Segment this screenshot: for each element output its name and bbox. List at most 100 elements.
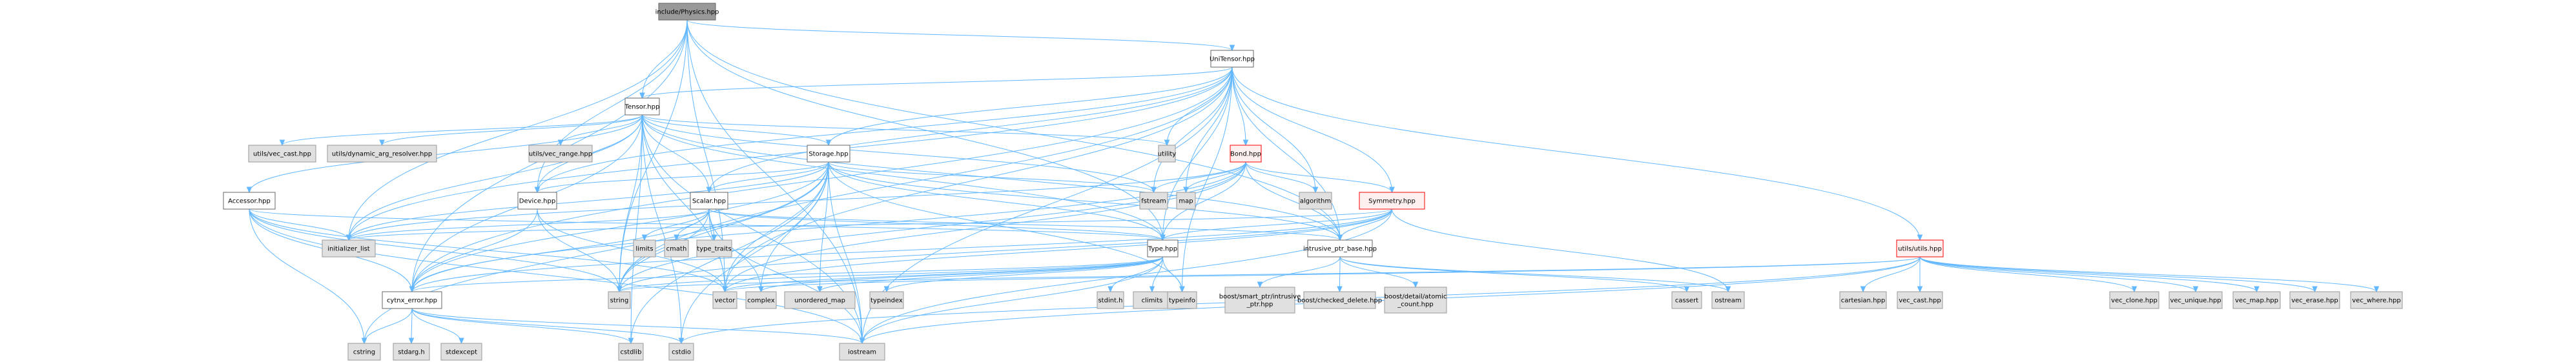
node-device[interactable]: Device.hpp [517, 192, 557, 210]
arrowhead-unitensor-to-bond [1242, 139, 1249, 147]
edge-physics-to-init_list [348, 19, 688, 241]
node-label: cmath [666, 246, 687, 253]
edge-intrusive-to-ostream [1339, 256, 1729, 292]
node-box [633, 239, 656, 258]
edge-scalar-to-iostream [708, 208, 863, 344]
arrowhead-utils-to-cartesian [1860, 286, 1866, 293]
node-label: boost/checked_delete.hpp [1297, 298, 1382, 305]
node-label: complex [747, 298, 774, 305]
edge-type-to-complex [761, 256, 1163, 292]
node-limits: limits [633, 239, 656, 258]
node-box [2109, 291, 2159, 309]
node-box [2289, 291, 2340, 309]
node-label: vec_cast.hpp [1899, 298, 1941, 305]
node-unordered-map: unordered_map [784, 291, 856, 309]
node-fstream: fstream [1139, 192, 1168, 210]
node-box [664, 239, 689, 258]
node-label: cstdlib [621, 349, 642, 356]
arrowhead-unitensor-to-utils [1917, 234, 1923, 241]
edge-storage-to-intrusive [828, 161, 1341, 241]
node-label: map [1179, 198, 1193, 205]
node-box [668, 343, 694, 361]
node-intrusive[interactable]: intrusive_ptr_base.hpp [1303, 239, 1377, 258]
edge-storage-to-scalar [708, 161, 829, 193]
node-type[interactable]: Type.hpp [1147, 239, 1179, 258]
node-label: Storage.hpp [809, 151, 848, 158]
edge-bond-to-string [619, 161, 1246, 292]
node-box [618, 343, 644, 361]
node-label: initializer_list [327, 246, 370, 253]
node-scalar[interactable]: Scalar.hpp [690, 192, 728, 210]
node-tensor[interactable]: Tensor.hpp [624, 97, 660, 116]
edge-unitensor-to-iostream [861, 66, 1233, 344]
edge-unitensor-to-fstream [1153, 66, 1233, 193]
node-box [1210, 50, 1254, 68]
node-box [2350, 291, 2403, 309]
edge-tensor-to-cstdlib [630, 114, 643, 344]
edge-cytnx_error-to-cstdlib [411, 308, 632, 344]
node-box [1176, 192, 1196, 210]
edge-utils-to-vec_erase [1919, 256, 2315, 292]
node-storage[interactable]: Storage.hpp [807, 145, 850, 163]
node-accessor[interactable]: Accessor.hpp [223, 192, 276, 210]
edge-unitensor-to-storage [828, 66, 1233, 146]
node-cstdlib: cstdlib [618, 343, 644, 361]
node-vec-where: vec_where.hpp [2350, 291, 2403, 309]
arrowhead-tensor-to-storage [825, 139, 832, 147]
node-label: climits [1142, 298, 1163, 305]
edge-tensor-to-accessor [249, 114, 643, 193]
node-label: Tensor.hpp [624, 104, 660, 111]
edge-unitensor-to-utility [1166, 66, 1233, 146]
nodes-layer: include/Physics.hppUniTensor.hppTensor.h… [223, 3, 2403, 361]
edge-bond-to-cytnx_error [411, 161, 1246, 292]
node-cytnx-error[interactable]: cytnx_error.hpp [382, 291, 442, 309]
edge-tensor-to-utility [642, 114, 1168, 146]
arrowhead-utils-to-vec_clone [2131, 286, 2138, 293]
node-physics[interactable]: include/Physics.hpp [655, 3, 719, 21]
edge-tensor-to-string [619, 114, 643, 292]
arrowhead-tensor-to-vec_cast_u [279, 139, 285, 147]
edge-bond-to-intrusive [1245, 161, 1341, 241]
node-label: intrusive_ptr_base.hpp [1303, 246, 1377, 253]
node-bond[interactable]: Bond.hpp [1230, 145, 1262, 163]
node-unitensor[interactable]: UniTensor.hpp [1210, 50, 1255, 68]
node-box [327, 145, 437, 163]
node-vec-cast: vec_cast.hpp [1897, 291, 1943, 309]
node-cassert: cassert [1671, 291, 1702, 309]
node-box [658, 3, 716, 21]
node-typeinfo: typeinfo [1167, 291, 1197, 309]
edge-cytnx_error-to-iostream [411, 308, 863, 344]
edge-symmetry-to-ostream [1392, 208, 1729, 292]
node-label: boost/smart_ptr/intrusive [1219, 294, 1301, 301]
node-label: cstring [353, 349, 375, 356]
edge-symmetry-to-cytnx_error [411, 208, 1392, 292]
node-label: iostream [848, 349, 876, 356]
node-iostream: iostream [839, 343, 885, 361]
edge-utils-to-vector [725, 256, 1921, 292]
edge-symmetry-to-vector [725, 208, 1392, 292]
node-map: map [1176, 192, 1196, 210]
node-box [1158, 145, 1176, 163]
arrowhead-intrusive-to-boost_checked [1337, 286, 1343, 293]
node-label: stdarg.h [398, 349, 424, 356]
node-label: _ptr.hpp [1246, 301, 1273, 308]
node-utils[interactable]: utils/utils.hpp [1896, 239, 1944, 258]
node-label: Accessor.hpp [228, 198, 271, 205]
node-cmath: cmath [664, 239, 689, 258]
edge-storage-to-unordered_map [819, 161, 829, 292]
node-label: utils/utils.hpp [1898, 246, 1942, 253]
edge-unitensor-to-vector [725, 66, 1233, 292]
node-box [1097, 291, 1124, 309]
edge-unitensor-to-symmetry [1231, 66, 1392, 193]
node-label: utils/vec_range.hpp [529, 151, 592, 158]
arrowhead-storage-to-device [534, 187, 541, 194]
node-symmetry[interactable]: Symmetry.hpp [1359, 192, 1425, 210]
node-label: string [610, 298, 629, 305]
arrowhead-type-to-typeindex [883, 286, 890, 293]
node-label: utils/vec_cast.hpp [253, 151, 311, 158]
edge-storage-to-init_list [348, 161, 829, 241]
node-box [1897, 291, 1943, 309]
node-label: UniTensor.hpp [1210, 56, 1255, 63]
node-box [1147, 239, 1179, 258]
node-algorithm: algorithm [1299, 192, 1332, 210]
